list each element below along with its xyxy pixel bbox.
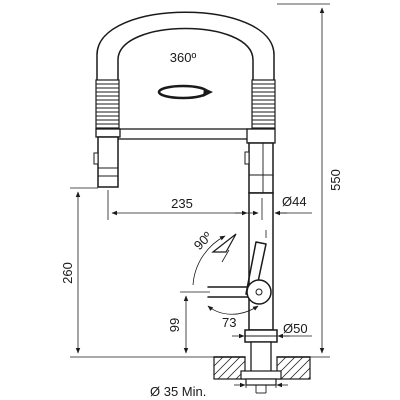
support-arm [117,128,253,140]
spout-height-label: 260 [60,262,75,284]
base-diameter-dimension: Ø50 [232,321,312,339]
base-diameter-label: Ø50 [283,321,308,336]
lever-length-dimension: 73 [207,305,259,330]
countertop-section [213,356,311,380]
rotation-indicator: 360º [157,50,213,100]
hole-diameter-label: Ø 35 Min. [150,384,206,399]
mounting-shank [240,341,282,394]
lever-height-dimension: 99 [167,291,210,354]
total-height-label: 550 [328,169,343,191]
base-collar [244,329,278,343]
arched-spout-hose [96,11,275,128]
lever-length-label: 73 [222,315,236,330]
right-spring-coil [251,79,276,129]
reach-dimension: 235 [107,190,263,220]
swivel-angle-label: 90º [191,229,215,253]
spout-height-dimension: 260 [60,187,214,358]
lever-handle [207,241,272,305]
body-diameter-dimension: Ø44 [235,194,312,216]
total-height-dimension: 550 [277,3,343,358]
hole-diameter-dimension: Ø 35 Min. [150,381,288,399]
body-diameter-label: Ø44 [282,194,307,209]
left-spring-coil [95,79,120,129]
spray-head [93,128,121,188]
rotation-label: 360º [170,50,197,65]
lever-height-label: 99 [167,318,182,332]
reach-label: 235 [171,196,193,211]
